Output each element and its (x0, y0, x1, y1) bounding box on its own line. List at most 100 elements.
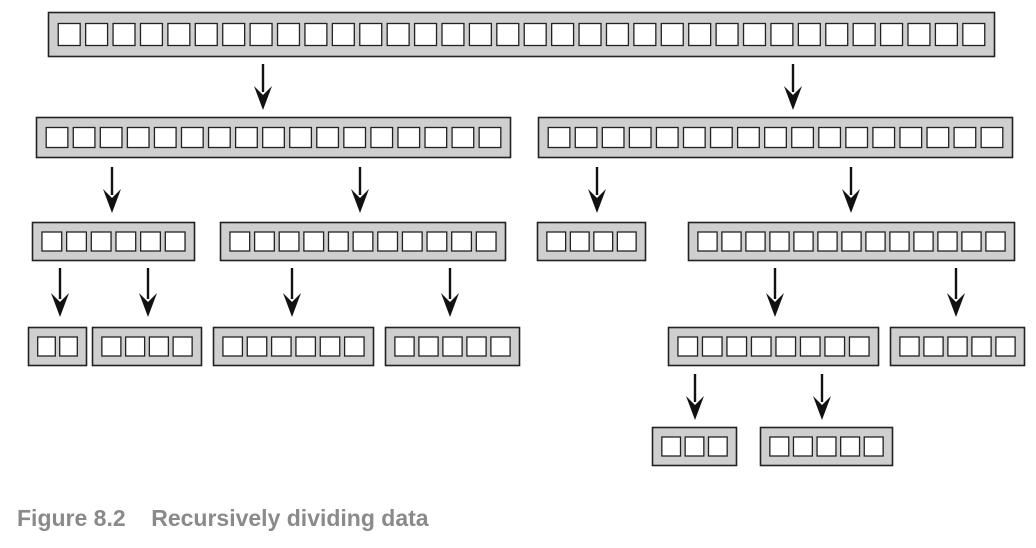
array-cell (709, 126, 733, 149)
array-cell (468, 22, 492, 47)
array-cell (523, 22, 547, 47)
array-cell (574, 126, 598, 149)
array-cell (327, 231, 349, 252)
array-cell (249, 22, 273, 47)
array-block-b (537, 116, 1014, 159)
array-cell (848, 336, 870, 357)
array-cell (172, 336, 193, 357)
array-cell (605, 22, 630, 47)
down-arrow-icon (441, 268, 459, 317)
array-cell (222, 22, 246, 47)
array-cell (601, 126, 625, 149)
array-cell (148, 336, 170, 357)
array-cell (194, 22, 218, 47)
down-arrow-icon (254, 64, 272, 110)
array-cell (546, 231, 567, 252)
array-cell (791, 126, 815, 149)
array-cell (441, 22, 465, 47)
array-cell (359, 22, 383, 47)
array-cell (222, 336, 244, 357)
array-cell (817, 231, 838, 252)
array-cell (593, 231, 614, 252)
array-cell (253, 231, 275, 252)
array-cell (246, 336, 268, 357)
array-block-a2 (219, 221, 507, 262)
array-cell (715, 22, 739, 47)
down-arrow-icon (588, 167, 606, 213)
array-cell (426, 231, 448, 252)
array-cell (496, 22, 520, 47)
array-cell (124, 336, 146, 357)
array-cell (167, 22, 191, 47)
down-arrow-icon (813, 374, 831, 420)
down-arrow-icon (283, 268, 301, 317)
array-cell (769, 436, 790, 457)
array-cell (478, 126, 502, 149)
array-cell (234, 126, 258, 149)
array-cell (442, 336, 463, 357)
array-cell (697, 231, 718, 252)
arrow-head (766, 293, 784, 317)
array-cell (907, 22, 931, 47)
array-cell (701, 336, 723, 357)
array-cell (872, 126, 896, 149)
array-cell (370, 126, 394, 149)
array-cell (37, 336, 56, 357)
array-cell (726, 336, 748, 357)
down-arrow-icon (766, 268, 784, 317)
arrow-head (254, 86, 272, 110)
array-cell (99, 126, 123, 149)
array-cell (90, 231, 112, 252)
array-cell (628, 126, 652, 149)
array-cell (879, 22, 904, 47)
array-cell (899, 336, 920, 357)
array-block-a1b (91, 326, 203, 367)
down-arrow-icon (686, 374, 704, 420)
array-cell (466, 336, 487, 357)
array-cell (319, 336, 341, 357)
array-cell (289, 126, 313, 149)
array-cell (971, 336, 992, 357)
array-cell (547, 126, 571, 149)
array-cell (980, 126, 1004, 149)
array-cell (262, 126, 285, 149)
array-cell (661, 436, 682, 457)
array-cell (797, 22, 821, 47)
array-cell (394, 336, 415, 357)
arrow-head (686, 396, 704, 420)
array-cell (164, 231, 186, 252)
array-cell (923, 336, 944, 357)
array-cell (913, 231, 934, 252)
array-cell (655, 126, 679, 149)
array-cell (153, 126, 177, 149)
array-cell (475, 231, 497, 252)
array-cell (180, 126, 204, 149)
array-block-a (35, 116, 512, 159)
array-cell (386, 22, 410, 47)
array-cell (707, 436, 728, 457)
array-cell (953, 126, 977, 149)
array-cell (490, 336, 511, 357)
array-cell (413, 22, 438, 47)
array-cell (616, 231, 637, 252)
array-cell (295, 336, 317, 357)
array-cell (85, 22, 109, 47)
array-cell (750, 336, 772, 357)
array-cell (721, 231, 742, 252)
arrow-head (784, 86, 802, 110)
array-cell (684, 436, 705, 457)
array-cell (775, 336, 797, 357)
array-cell (397, 126, 421, 149)
array-cell (660, 22, 684, 47)
array-cell (825, 22, 849, 47)
array-cell (101, 336, 122, 357)
arrow-head (139, 293, 157, 317)
array-cell (115, 231, 137, 252)
array-cell (126, 126, 150, 149)
array-cell (207, 126, 231, 149)
array-cell (682, 126, 706, 149)
array-block-frame (667, 326, 880, 367)
down-arrow-icon (103, 167, 121, 213)
